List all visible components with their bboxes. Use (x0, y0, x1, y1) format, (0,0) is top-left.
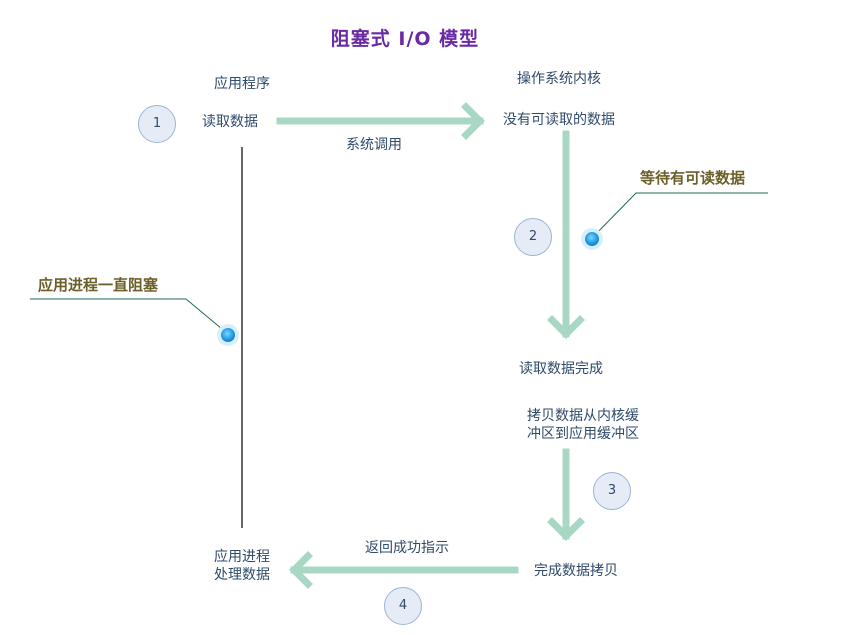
step-3-badge: 3 (593, 472, 631, 510)
return-ok-label: 返回成功指示 (365, 540, 449, 556)
app-program-label: 应用程序 (214, 76, 270, 92)
copy-description-line1: 拷贝数据从内核缓 (527, 408, 639, 424)
no-data-label: 没有可读取的数据 (503, 112, 615, 128)
syscall-label: 系统调用 (346, 137, 402, 153)
blocked-note-marker (217, 324, 239, 346)
wait-arrow (547, 130, 585, 339)
wait-note-marker (581, 228, 603, 250)
app-process-line2: 处理数据 (214, 567, 270, 583)
app-process-label: 应用进程 处理数据 (204, 548, 280, 584)
copy-description: 拷贝数据从内核缓 冲区到应用缓冲区 (518, 407, 648, 443)
copy-done-label: 完成数据拷贝 (534, 563, 618, 579)
blocked-note-leader (30, 298, 229, 335)
return-arrow (289, 551, 519, 589)
copy-description-line2: 冲区到应用缓冲区 (527, 426, 639, 442)
syscall-arrow (276, 102, 485, 140)
step-2-badge: 2 (514, 218, 552, 256)
blocked-note: 应用进程一直阻塞 (38, 276, 159, 294)
step-1-badge: 1 (138, 105, 176, 143)
copy-arrow (547, 448, 585, 541)
wait-note-leader (591, 192, 768, 239)
wait-note: 等待有可读数据 (640, 169, 746, 187)
read-data-label: 读取数据 (202, 114, 258, 130)
diagram-title: 阻塞式 I/O 模型 (330, 28, 480, 50)
read-done-label: 读取数据完成 (519, 361, 603, 377)
step-4-badge: 4 (384, 587, 422, 625)
os-kernel-label: 操作系统内核 (517, 71, 601, 87)
app-process-line1: 应用进程 (214, 549, 270, 565)
